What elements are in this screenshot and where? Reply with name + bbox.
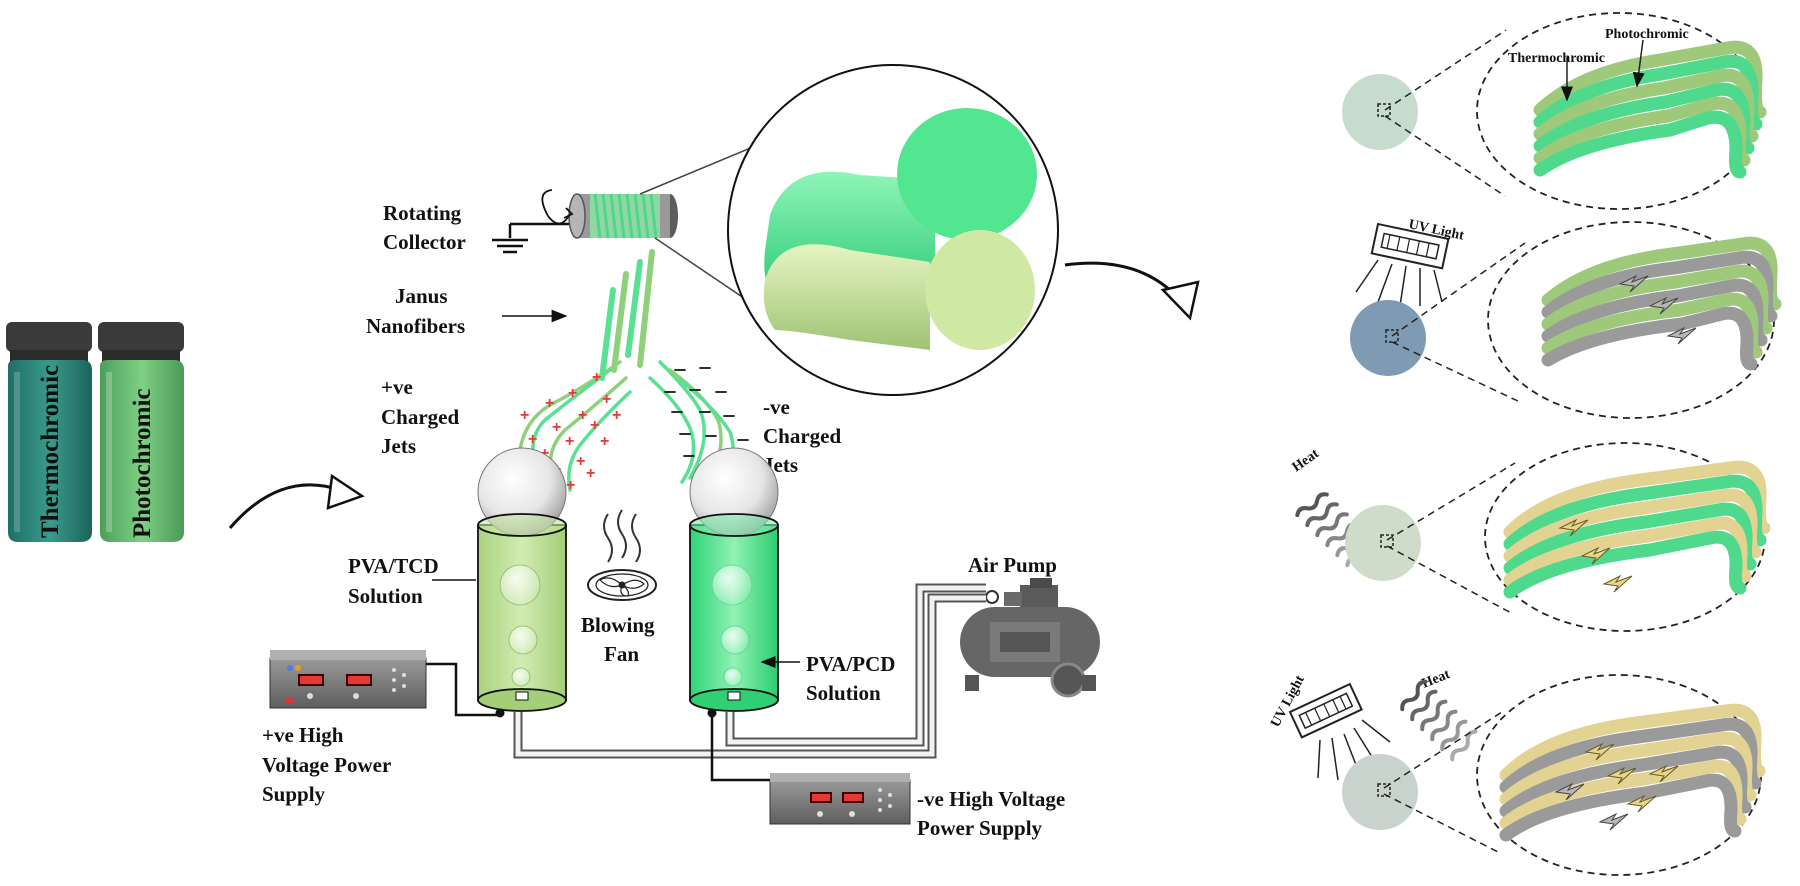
vial-thermochromic: Thermochromic: [6, 322, 92, 542]
svg-text:+: +: [576, 453, 585, 470]
state-heat: Heat: [1290, 442, 1771, 632]
svg-text:+: +: [540, 445, 549, 462]
svg-text:+: +: [600, 433, 609, 450]
svg-text:+: +: [545, 395, 554, 412]
negative-wire: [710, 715, 770, 782]
pva-tcd-label-1: PVA/TCD: [348, 554, 439, 578]
blowing-fan-icon: [587, 509, 657, 601]
svg-text:+: +: [552, 419, 561, 436]
pva-pcd-label-2: Solution: [806, 681, 881, 705]
positive-high-voltage-supply: [269, 650, 427, 709]
uv-lamp-icon-2: [1288, 682, 1363, 739]
svg-text:+: +: [590, 417, 599, 434]
svg-text:+: +: [520, 407, 529, 424]
pos-jets-label-1: +ve: [381, 375, 413, 399]
blowing-fan-label-1: Blowing: [581, 613, 655, 637]
pva-pcd-label-1: PVA/PCD: [806, 652, 895, 676]
svg-text:+: +: [612, 407, 621, 424]
photochromic-vial-label: Photochromic: [129, 388, 156, 538]
thermochromic-vial-label: Thermochromic: [37, 365, 64, 538]
blowing-fan-label-2: Fan: [604, 642, 639, 666]
svg-text:+: +: [586, 465, 595, 482]
vial-photochromic: Photochromic: [98, 322, 184, 542]
heat-label-2: Heat: [1420, 667, 1453, 692]
pos-jets-label-2: Charged: [381, 405, 459, 429]
state-uv-heat: UV Light Heat: [1268, 667, 1766, 876]
pos-supply-label-3: Supply: [262, 782, 326, 806]
state-initial: Thermochromic Photochromic: [1342, 12, 1767, 210]
neg-supply-label-1: -ve High Voltage: [917, 787, 1065, 811]
svg-text:+: +: [528, 431, 537, 448]
heat-waves-icon-2: [1400, 679, 1478, 762]
svg-text:+: +: [566, 477, 575, 494]
air-pump-icon: [960, 578, 1100, 698]
pos-supply-label-1: +ve High: [262, 723, 344, 747]
rotating-collector-label-1: Rotating: [383, 201, 462, 225]
svg-text:+: +: [592, 369, 601, 386]
svg-text:+: +: [565, 433, 574, 450]
air-pump-label: Air Pump: [968, 553, 1057, 577]
positive-wire: [426, 662, 500, 717]
neg-jets-label-2: Charged: [763, 424, 841, 448]
pva-tcd-label-2: Solution: [348, 584, 423, 608]
pva-tcd-reservoir: [477, 447, 567, 712]
rotating-collector: [541, 189, 678, 239]
ground-symbol-icon: [492, 222, 569, 254]
pva-pcd-reservoir: [689, 447, 779, 712]
svg-text:+: +: [568, 385, 577, 402]
janus-nanofibers-label-1: Janus: [395, 284, 448, 308]
janus-fiber-zoom-circle: [727, 64, 1059, 396]
svg-text:+: +: [578, 407, 587, 424]
janus-nanofibers: [599, 249, 655, 381]
neg-supply-label-2: Power Supply: [917, 816, 1043, 840]
uv-lamp-icon: [1370, 222, 1450, 270]
curved-arrow-right-icon: [1064, 261, 1200, 321]
janus-nanofibers-label-2: Nanofibers: [366, 314, 465, 338]
rotating-collector-label-2: Collector: [383, 230, 466, 254]
heat-label-1: Heat: [1290, 446, 1322, 475]
negative-high-voltage-supply: [769, 773, 911, 825]
pos-supply-label-2: Voltage Power: [262, 753, 391, 777]
svg-text:+: +: [602, 391, 611, 408]
curved-arrow-icon: [228, 473, 365, 529]
neg-jets-label-1: -ve: [763, 395, 790, 419]
state-uv: UV Light: [1350, 217, 1782, 419]
air-tubing: [513, 583, 986, 759]
photochromic-fiber-label: Photochromic: [1605, 27, 1689, 42]
thermochromic-fiber-label: Thermochromic: [1508, 51, 1605, 66]
pos-jets-label-3: Jets: [381, 434, 416, 458]
